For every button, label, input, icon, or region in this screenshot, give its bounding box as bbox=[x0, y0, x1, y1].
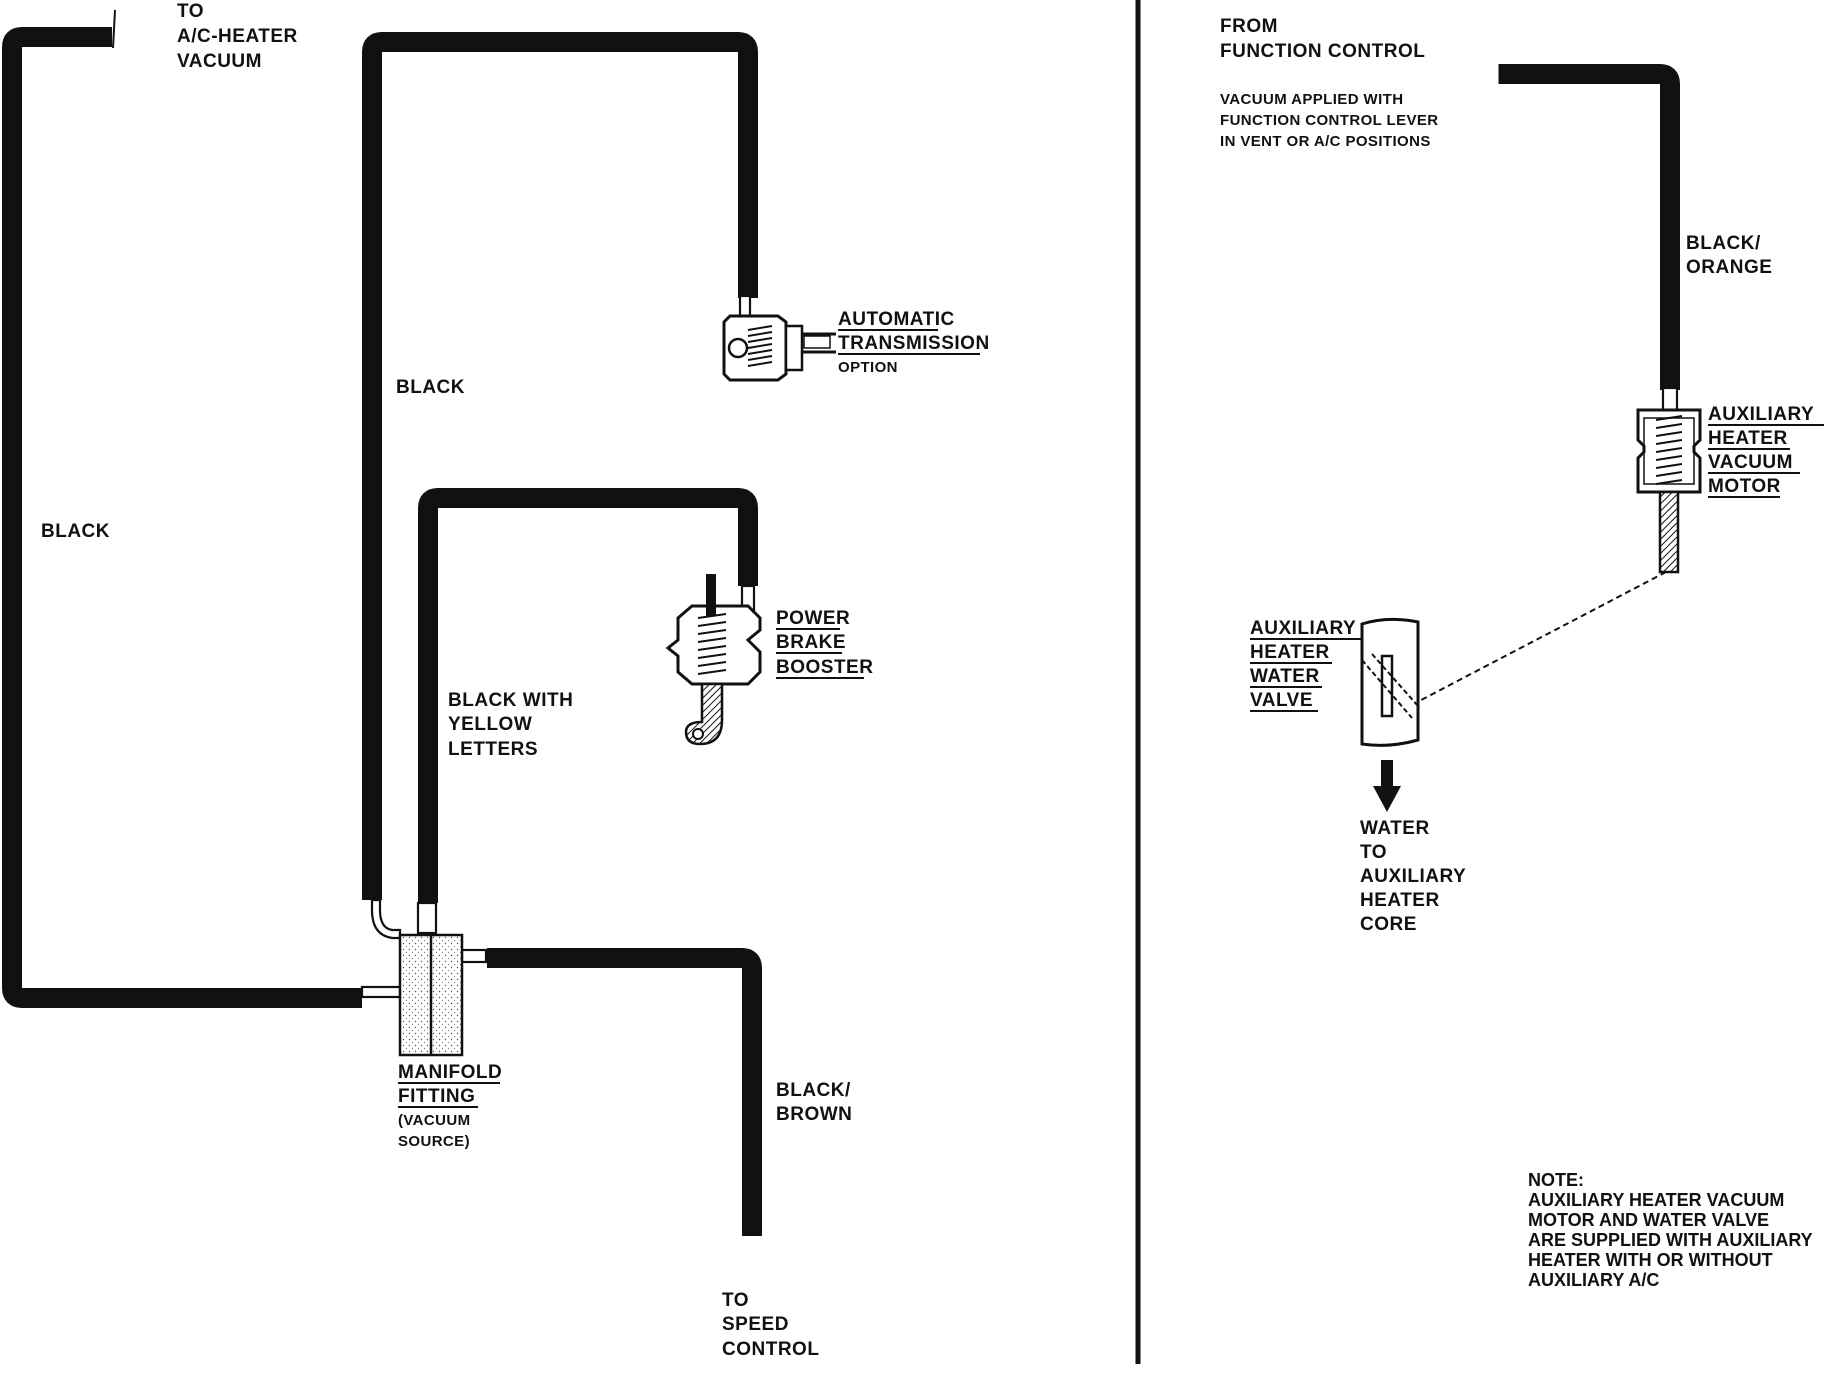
hose-black-yellow bbox=[418, 488, 758, 903]
note-block: NOTE: AUXILIARY HEATER VACUUM MOTOR AND … bbox=[1528, 1170, 1817, 1290]
label-option: OPTION bbox=[838, 359, 898, 376]
label-black-with-yellow-letters: BLACK WITH YELLOW LETTERS bbox=[448, 690, 579, 760]
label-black-brown: BLACK/ BROWN bbox=[776, 1080, 857, 1125]
label-vacuum-source: (VACUUM SOURCE) bbox=[398, 1112, 475, 1150]
automatic-transmission-motor bbox=[722, 294, 836, 382]
label-to-speed-control: TO SPEED CONTROL bbox=[722, 1290, 819, 1360]
label-black-orange: BLACK/ ORANGE bbox=[1686, 233, 1772, 278]
label-black-mid: BLACK bbox=[396, 377, 465, 398]
label-power-brake-booster: POWER BRAKE BOOSTER bbox=[776, 608, 873, 678]
hose-black-orange bbox=[1500, 64, 1680, 390]
label-aux-heater-vacuum-motor: AUXILIARY HEATER VACUUM MOTOR bbox=[1708, 404, 1820, 497]
aux-heater-vacuum-motor bbox=[1636, 386, 1702, 574]
hose-black-left bbox=[2, 27, 362, 1008]
label-black-left: BLACK bbox=[41, 521, 110, 542]
power-brake-booster bbox=[665, 574, 762, 746]
label-manifold-fitting: MANIFOLD FITTING bbox=[398, 1062, 508, 1107]
label-aux-heater-water-valve: AUXILIARY HEATER WATER VALVE bbox=[1250, 618, 1362, 711]
label-vacuum-applied: VACUUM APPLIED WITH FUNCTION CONTROL LEV… bbox=[1220, 91, 1443, 150]
hose-cut-end bbox=[112, 9, 116, 49]
aux-heater-water-valve bbox=[1360, 617, 1420, 747]
hose-black-mid bbox=[362, 32, 758, 900]
label-to-ac-heater-vacuum: TO A/C-HEATER VACUUM bbox=[177, 1, 304, 72]
hose-black-brown bbox=[487, 948, 762, 1236]
linkage-dashed bbox=[1401, 571, 1667, 711]
label-water-to-aux-heater-core: WATER TO AUXILIARY HEATER CORE bbox=[1360, 818, 1472, 935]
manifold-fitting bbox=[360, 898, 488, 1057]
label-automatic-transmission: AUTOMATIC TRANSMISSION bbox=[838, 309, 990, 354]
water-flow-arrow bbox=[1373, 760, 1401, 812]
label-from-function-control: FROM FUNCTION CONTROL bbox=[1220, 16, 1425, 62]
